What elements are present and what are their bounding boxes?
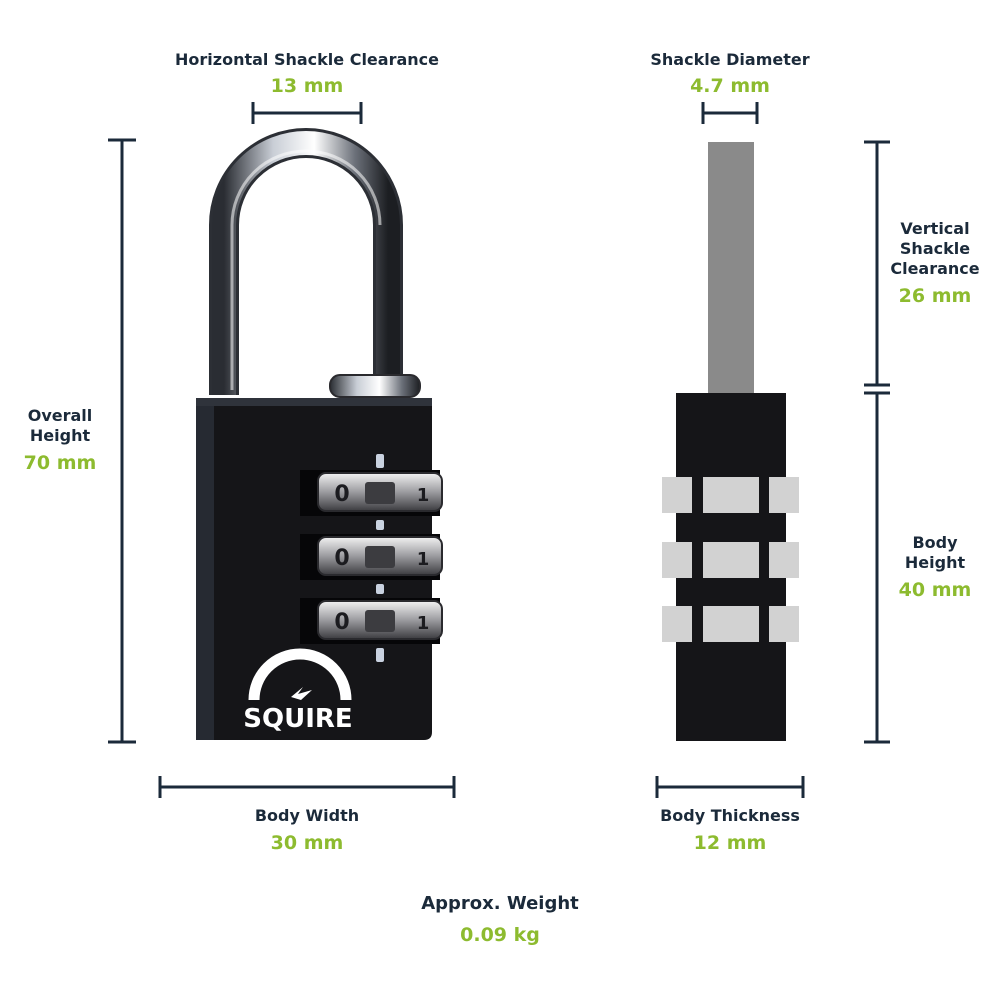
- padlock-front-view: 0 0 0 1 1 1 SQUIRE: [196, 128, 443, 740]
- overall-height-value: 70 mm: [23, 452, 97, 474]
- approx-weight-value: 0.09 kg: [460, 924, 540, 946]
- body-width-dimension-line: [158, 776, 456, 798]
- horizontal-shackle-clearance-value: 13 mm: [270, 75, 344, 97]
- dial-protrusions: [662, 477, 799, 642]
- padlock-side-view: [662, 142, 799, 741]
- body-height-dimension-line: [864, 391, 890, 744]
- body-height-label-line-2: Height: [904, 553, 966, 572]
- shackle-diameter-line: [701, 102, 759, 124]
- vertical-shackle-clearance-value: 26 mm: [898, 285, 972, 307]
- dial-1-current-digit: 0: [334, 482, 349, 507]
- body-height-value: 40 mm: [898, 579, 972, 601]
- body-thickness-dimension-line: [655, 776, 805, 798]
- body-width-label: Body Width: [254, 806, 360, 825]
- horizontal-shackle-clearance-line: [251, 102, 363, 124]
- dial-3-next-digit: 1: [417, 613, 430, 634]
- body-thickness-value: 12 mm: [693, 832, 767, 854]
- squire-logo: SQUIRE: [243, 648, 353, 734]
- brand-logo-text: SQUIRE: [243, 704, 352, 734]
- vertical-shackle-clearance-label-line-2: Shackle: [899, 239, 971, 258]
- vertical-shackle-clearance-label-line-1: Vertical: [900, 219, 970, 238]
- approx-weight-label: Approx. Weight: [421, 893, 579, 914]
- shackle-diameter-label: Shackle Diameter: [650, 50, 810, 69]
- dial-2-current-digit: 0: [334, 546, 349, 571]
- shackle-side: [708, 142, 754, 394]
- body-height-label-line-1: Body: [912, 533, 958, 552]
- horizontal-shackle-clearance-label: Horizontal Shackle Clearance: [175, 50, 439, 69]
- body-thickness-label: Body Thickness: [660, 806, 800, 825]
- dial-1-next-digit: 1: [417, 485, 430, 506]
- dial-3-current-digit: 0: [334, 610, 349, 635]
- shackle-diameter-value: 4.7 mm: [690, 75, 770, 97]
- overall-height-label-line-1: Overall: [27, 406, 93, 425]
- combination-dials: [300, 454, 443, 662]
- overall-height-dimension-line: [108, 138, 136, 744]
- vertical-shackle-clearance-line: [864, 140, 890, 387]
- vertical-shackle-clearance-label-line-3: Clearance: [890, 259, 980, 278]
- body-width-value: 30 mm: [270, 832, 344, 854]
- dial-2-next-digit: 1: [417, 549, 430, 570]
- overall-height-label-line-2: Height: [29, 426, 91, 445]
